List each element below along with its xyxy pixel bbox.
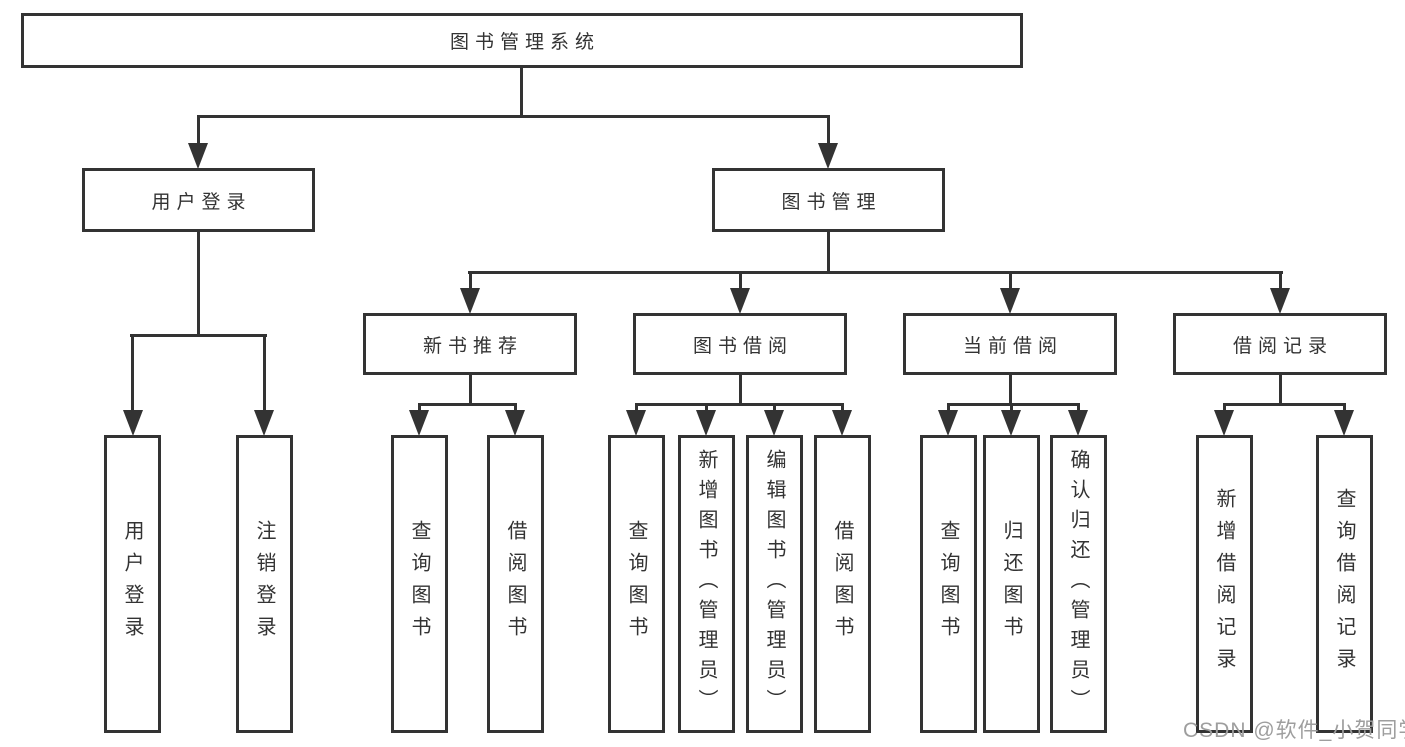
leaf-borrow-books-recommend: 借阅图书 bbox=[487, 435, 544, 733]
node-label: 图书管理 bbox=[781, 191, 882, 213]
connector-stem bbox=[705, 403, 708, 415]
arrow-down-icon bbox=[730, 288, 750, 314]
connector-stem bbox=[841, 403, 844, 415]
node-label: 图书管理系统 bbox=[449, 32, 600, 53]
connector-level2-hline bbox=[197, 115, 830, 118]
arrow-down-icon bbox=[188, 143, 208, 169]
node-label: 当前借阅 bbox=[962, 335, 1063, 357]
leaf-label: 借阅图书 bbox=[831, 520, 853, 648]
arrow-down-icon bbox=[1000, 288, 1020, 314]
connector-group-hline bbox=[635, 403, 844, 406]
node-new-book-recommend: 新书推荐 bbox=[363, 313, 577, 375]
node-book-management: 图书管理 bbox=[712, 168, 945, 232]
connector-stem bbox=[827, 115, 830, 147]
connector-group-hline bbox=[947, 403, 1080, 406]
leaf-confirm-return-admin: 确认归还（管理员） bbox=[1050, 435, 1107, 733]
leaf-label: 归还图书 bbox=[1000, 520, 1022, 648]
connector-stem bbox=[1077, 403, 1080, 415]
node-book-borrow: 图书借阅 bbox=[633, 313, 847, 375]
node-label: 借阅记录 bbox=[1232, 335, 1333, 357]
leaf-label: 确认归还（管理员） bbox=[1067, 449, 1089, 719]
leaf-add-borrow-record: 新增借阅记录 bbox=[1196, 435, 1253, 733]
connector-stem bbox=[635, 403, 638, 415]
csdn-watermark: CSDN @软件_小贺同学 bbox=[1183, 719, 1405, 742]
leaf-query-books-current: 查询图书 bbox=[920, 435, 977, 733]
arrow-down-icon bbox=[460, 288, 480, 314]
node-label: 图书借阅 bbox=[692, 335, 793, 357]
connector-root-vline bbox=[520, 66, 523, 118]
connector-stem bbox=[1009, 271, 1012, 291]
connector-stem bbox=[1010, 403, 1013, 415]
arrow-down-icon bbox=[505, 410, 525, 436]
arrow-down-icon bbox=[626, 410, 646, 436]
leaf-edit-book-admin: 编辑图书（管理员） bbox=[746, 435, 803, 733]
connector-stem bbox=[263, 334, 266, 415]
arrow-down-icon bbox=[123, 410, 143, 436]
arrow-down-icon bbox=[1214, 410, 1234, 436]
arrow-down-icon bbox=[1001, 410, 1021, 436]
connector-stem bbox=[131, 334, 134, 415]
arrow-down-icon bbox=[938, 410, 958, 436]
leaf-label: 查询图书 bbox=[625, 520, 647, 648]
connector-group-vline bbox=[739, 373, 742, 406]
arrow-down-icon bbox=[1270, 288, 1290, 314]
leaf-label: 新增图书（管理员） bbox=[695, 449, 717, 719]
node-library-system: 图书管理系统 bbox=[21, 13, 1023, 68]
leaf-label: 查询图书 bbox=[937, 520, 959, 648]
leaf-borrow-books: 借阅图书 bbox=[814, 435, 871, 733]
leaf-label: 新增借阅记录 bbox=[1213, 488, 1235, 680]
leaf-label: 查询图书 bbox=[408, 520, 430, 648]
arrow-down-icon bbox=[1068, 410, 1088, 436]
leaf-label: 编辑图书（管理员） bbox=[763, 449, 785, 719]
arrow-down-icon bbox=[409, 410, 429, 436]
arrow-down-icon bbox=[696, 410, 716, 436]
connector-userlogin-vline bbox=[197, 230, 200, 337]
connector-group-vline bbox=[1279, 373, 1282, 406]
connector-userlogin-hline bbox=[130, 334, 267, 337]
connector-stem bbox=[1223, 403, 1226, 415]
node-user-login: 用户登录 bbox=[82, 168, 315, 232]
arrow-down-icon bbox=[818, 143, 838, 169]
connector-stem bbox=[197, 115, 200, 147]
leaf-logout: 注销登录 bbox=[236, 435, 293, 733]
leaf-return-book: 归还图书 bbox=[983, 435, 1040, 733]
arrow-down-icon bbox=[764, 410, 784, 436]
connector-stem bbox=[1279, 271, 1282, 291]
connector-group-hline bbox=[1223, 403, 1346, 406]
connector-stem bbox=[739, 271, 742, 291]
connector-group-vline bbox=[469, 373, 472, 406]
connector-group-vline bbox=[1009, 373, 1012, 406]
arrow-down-icon bbox=[1334, 410, 1354, 436]
node-current-borrow: 当前借阅 bbox=[903, 313, 1117, 375]
leaf-label: 查询借阅记录 bbox=[1333, 488, 1355, 680]
arrow-down-icon bbox=[832, 410, 852, 436]
connector-stem bbox=[514, 403, 517, 415]
leaf-query-borrow-record: 查询借阅记录 bbox=[1316, 435, 1373, 733]
connector-stem bbox=[418, 403, 421, 415]
connector-stem bbox=[1343, 403, 1346, 415]
node-label: 用户登录 bbox=[151, 191, 252, 213]
arrow-down-icon bbox=[254, 410, 274, 436]
leaf-user-login: 用户登录 bbox=[104, 435, 161, 733]
leaf-add-book-admin: 新增图书（管理员） bbox=[678, 435, 735, 733]
leaf-label: 用户登录 bbox=[121, 520, 143, 648]
leaf-label: 借阅图书 bbox=[504, 520, 526, 648]
leaf-label: 注销登录 bbox=[253, 520, 275, 648]
connector-stem bbox=[947, 403, 950, 415]
connector-bookmgmt-vline bbox=[827, 230, 830, 274]
node-borrow-records: 借阅记录 bbox=[1173, 313, 1387, 375]
connector-stem bbox=[773, 403, 776, 415]
connector-level3-hline bbox=[468, 271, 1283, 274]
connector-group-hline bbox=[418, 403, 517, 406]
connector-stem bbox=[469, 271, 472, 291]
leaf-query-books-borrow: 查询图书 bbox=[608, 435, 665, 733]
leaf-query-books-recommend: 查询图书 bbox=[391, 435, 448, 733]
node-label: 新书推荐 bbox=[422, 335, 523, 357]
